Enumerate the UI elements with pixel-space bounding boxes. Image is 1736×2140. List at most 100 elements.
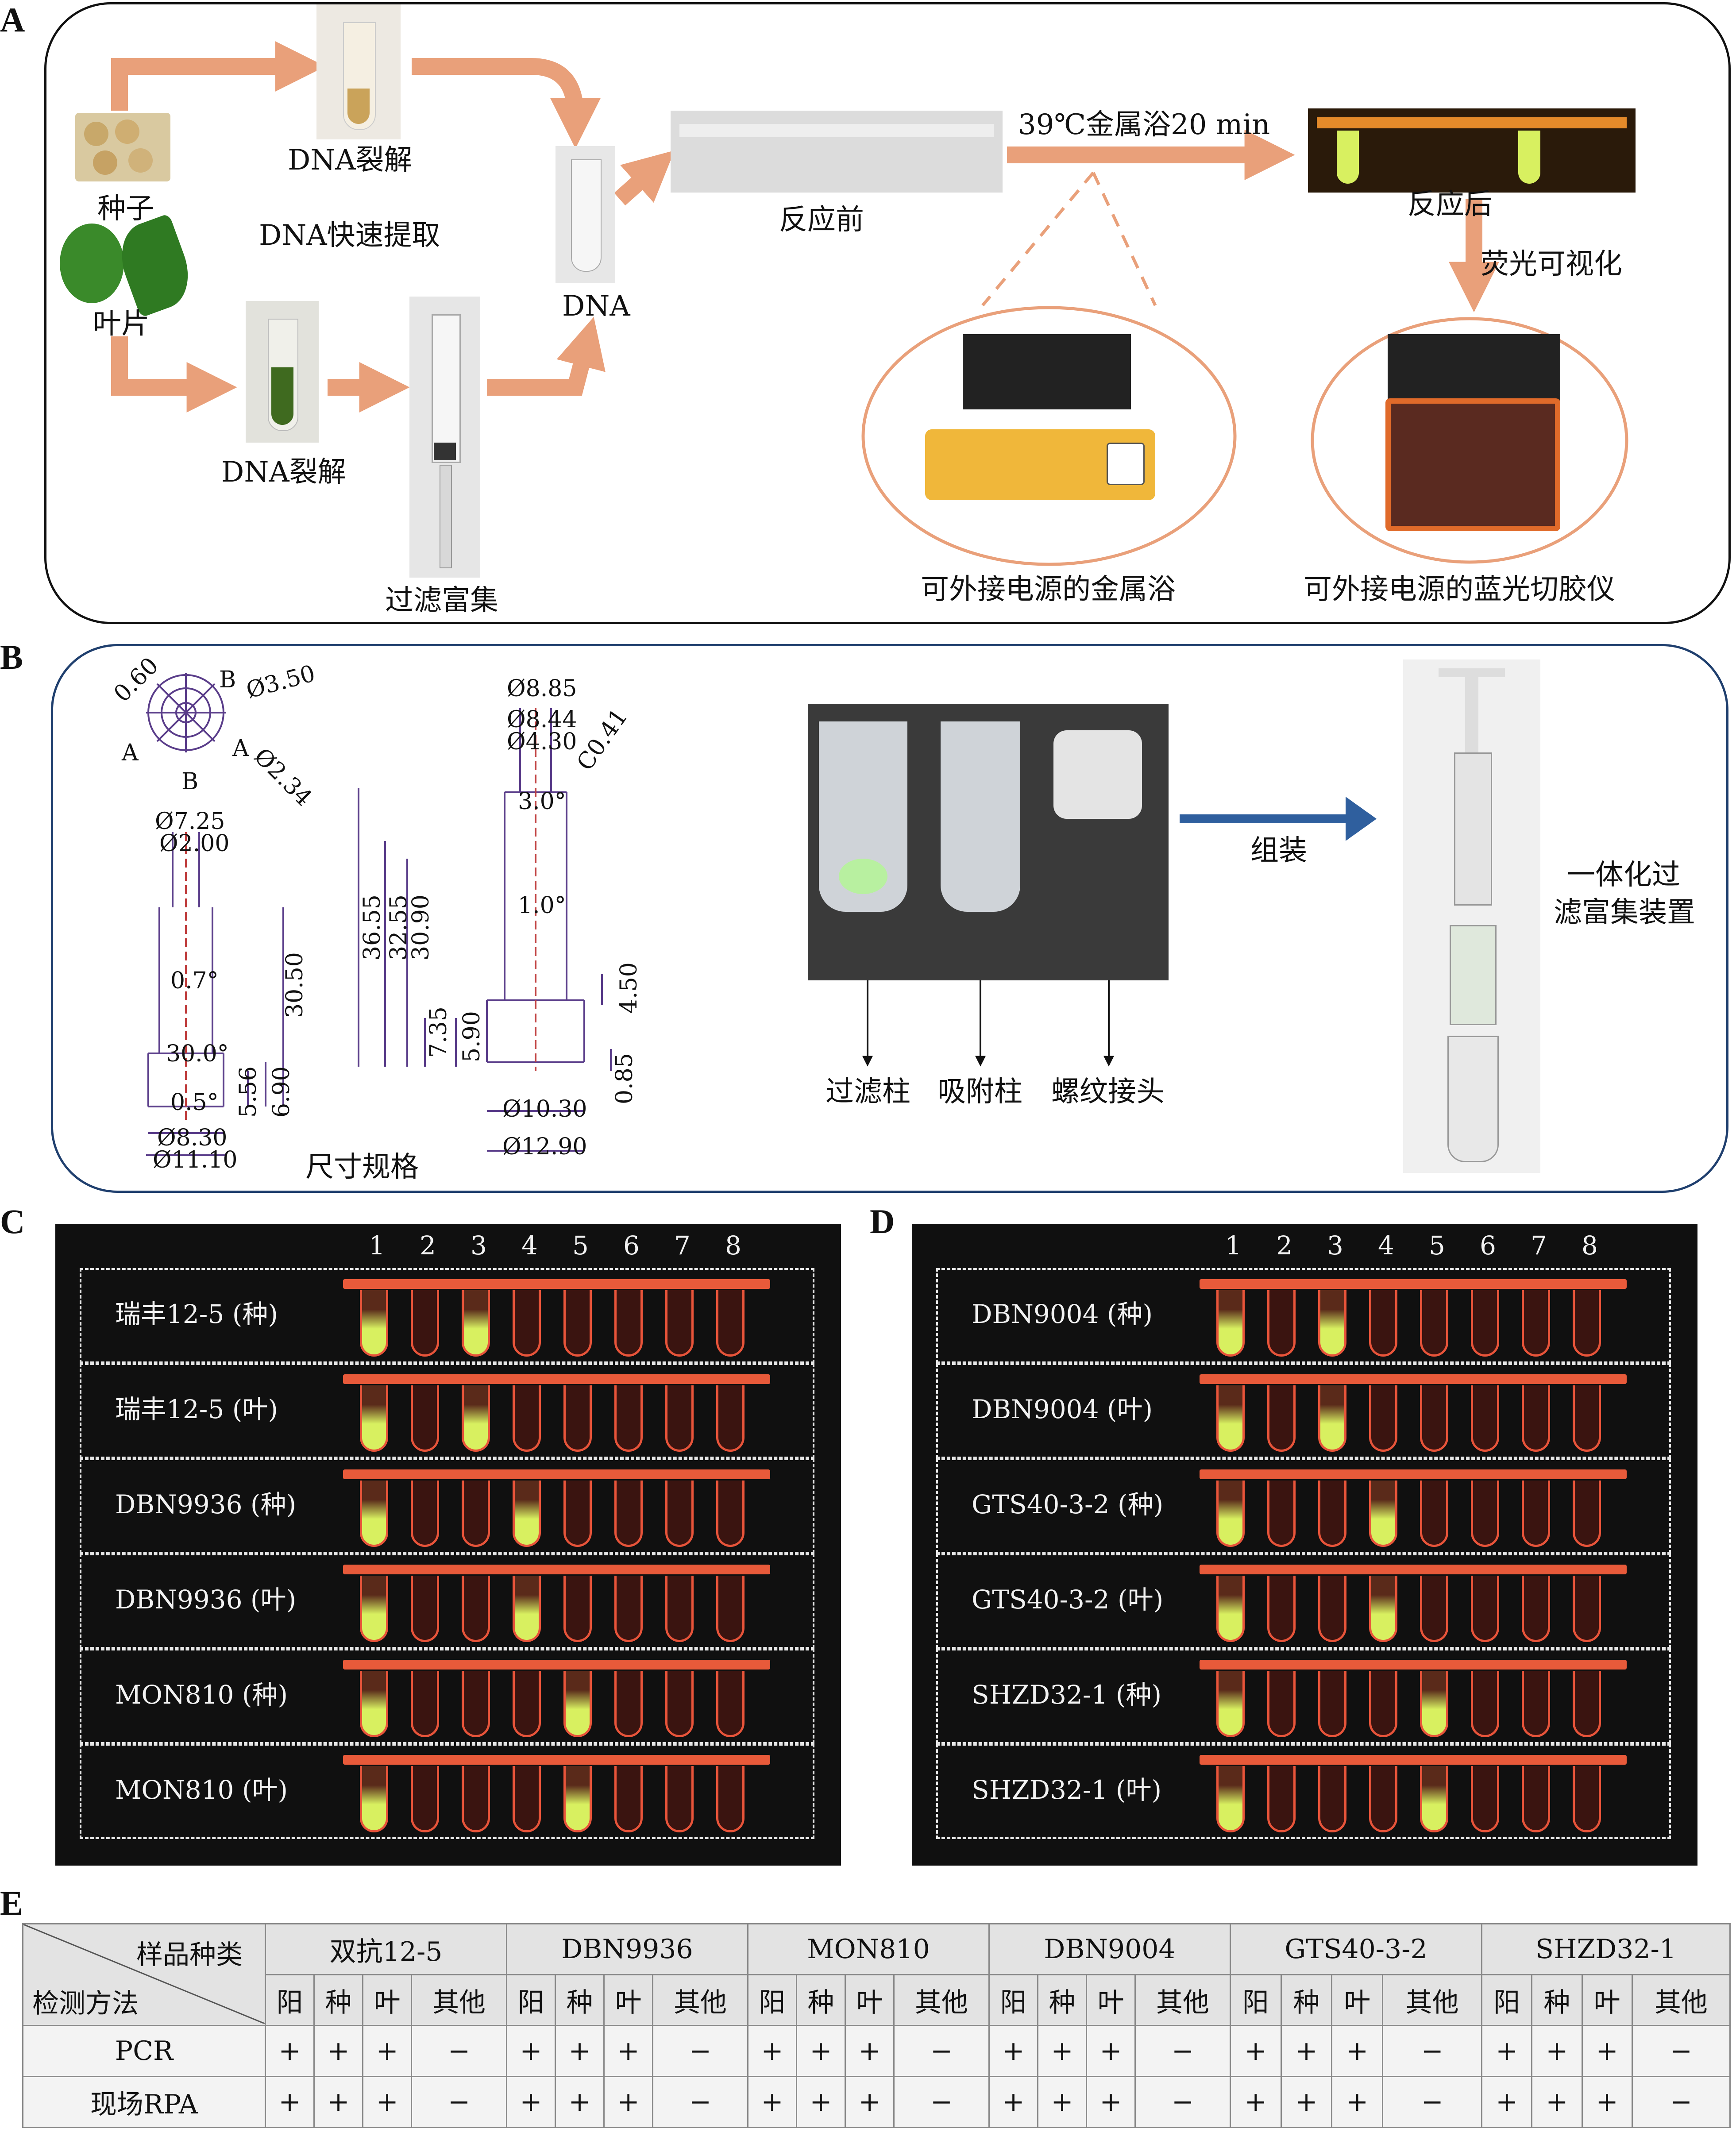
result-cell: + [845, 2025, 895, 2077]
lane-number: 1 [1225, 1230, 1242, 1261]
tube-negative [462, 1576, 490, 1642]
dim-label: 6.90 [268, 1066, 295, 1118]
tube-negative [614, 1385, 643, 1452]
subcol-header: 种 [1280, 1974, 1333, 2026]
result-cell: + [555, 2025, 605, 2077]
result-cell: + [1229, 2076, 1282, 2128]
result-cell: + [1331, 2076, 1384, 2128]
tube-negative [1471, 1671, 1499, 1737]
tube-negative [716, 1671, 745, 1737]
filter-column-drawing [146, 832, 284, 1156]
tube-negative [411, 1481, 439, 1547]
arrow-lysis-dna [412, 58, 601, 149]
result-cell: + [1581, 2025, 1633, 2077]
tube-negative [614, 1290, 643, 1357]
dim-label: 30.90 [408, 895, 434, 960]
tube-positive [360, 1290, 388, 1357]
result-cell: + [845, 2076, 895, 2128]
tube-negative [1420, 1481, 1448, 1547]
tube-positive [462, 1385, 490, 1452]
metal-bath-power-photo [963, 334, 1131, 409]
subcol-header: 其他 [1631, 1974, 1731, 2026]
result-cell: + [1037, 2076, 1088, 2128]
result-cell: + [362, 2025, 413, 2077]
tube-negative [716, 1481, 745, 1547]
tube-strip-cap [343, 1469, 770, 1479]
tube-strip-cap [343, 1374, 770, 1384]
sample-row-label: 瑞丰12-5 (叶) [115, 1394, 278, 1424]
tube-negative [614, 1481, 643, 1547]
dim-label: 1.0° [518, 892, 566, 919]
blue-light-label: 可外接电源的蓝光切胶仪 [1304, 573, 1615, 606]
tube-negative [1573, 1671, 1601, 1737]
tube-negative [1522, 1290, 1550, 1357]
tube-negative [563, 1385, 592, 1452]
metal-bath-ellipse [861, 306, 1237, 566]
result-cell: + [603, 2025, 654, 2077]
tube-negative [1267, 1481, 1296, 1547]
sample-header: 双抗12-5 [265, 1923, 507, 1975]
result-cell: + [264, 2025, 315, 2077]
sample-row-label: SHZD32-1 (叶) [972, 1775, 1162, 1805]
dim-label: 4.50 [616, 962, 642, 1014]
dim-label: 0.5° [170, 1089, 219, 1116]
adsorption-column-drawing [358, 708, 612, 1152]
dna-tube-photo [556, 146, 615, 283]
adsorption-column-label: 吸附柱 [937, 1076, 1022, 1108]
tube-negative [1267, 1290, 1296, 1357]
tube-negative [1267, 1576, 1296, 1642]
subcol-header: 其他 [411, 1974, 507, 2026]
before-label: 反应前 [779, 204, 864, 236]
tube-strip-cap [343, 1279, 770, 1289]
dim-label: Ø8.85 [507, 675, 577, 702]
tube-negative [614, 1576, 643, 1642]
tube-positive [563, 1671, 592, 1737]
sample-row [80, 1649, 814, 1744]
dim-label: 5.56 [235, 1066, 262, 1118]
dim-label: 36.55 [359, 895, 386, 960]
dim-label: Ø2.00 [159, 830, 230, 857]
result-cell: − [1134, 2076, 1231, 2128]
subcol-header: 种 [1531, 1974, 1583, 2026]
tube-positive [1216, 1766, 1245, 1832]
tube-negative [1471, 1290, 1499, 1357]
lane-number: 6 [1480, 1230, 1496, 1261]
sample-row [80, 1744, 814, 1839]
tube-positive [1420, 1671, 1448, 1737]
tube-positive [360, 1385, 388, 1452]
lane-number: 5 [572, 1230, 589, 1261]
result-cell: − [1382, 2076, 1483, 2128]
tube-negative [1318, 1576, 1346, 1642]
tube-strip-cap [1200, 1374, 1627, 1384]
dim-label: Ø11.10 [153, 1147, 238, 1173]
result-cell: + [1481, 2076, 1533, 2128]
tube-strip-cap [343, 1660, 770, 1670]
sample-row [936, 1649, 1671, 1744]
tube-negative [1573, 1385, 1601, 1452]
sample-row [80, 1554, 814, 1649]
tube-positive [1216, 1290, 1245, 1357]
tube-strip-cap [343, 1755, 770, 1765]
tube-positive [1216, 1576, 1245, 1642]
tube-negative [665, 1481, 694, 1547]
device-label-line2: 滤富集装置 [1554, 896, 1695, 929]
tube-negative [1267, 1385, 1296, 1452]
tube-positive [360, 1671, 388, 1737]
condition-label: 39℃金属浴20 min [1018, 108, 1270, 141]
blue-light-top-photo [1388, 334, 1560, 407]
tube-strip-cap [1200, 1755, 1627, 1765]
components-photo [808, 704, 1169, 980]
result-cell: + [988, 2076, 1039, 2128]
tube-positive [1369, 1481, 1397, 1547]
panel-e-letter: E [0, 1884, 23, 1922]
tube-negative [1471, 1481, 1499, 1547]
result-cell: + [747, 2076, 798, 2128]
before-reaction-photo [671, 111, 1003, 193]
lane-number: 3 [471, 1230, 487, 1261]
tube-strip-cap [1200, 1660, 1627, 1670]
result-cell: − [652, 2076, 748, 2128]
result-cell: − [1631, 2025, 1731, 2077]
